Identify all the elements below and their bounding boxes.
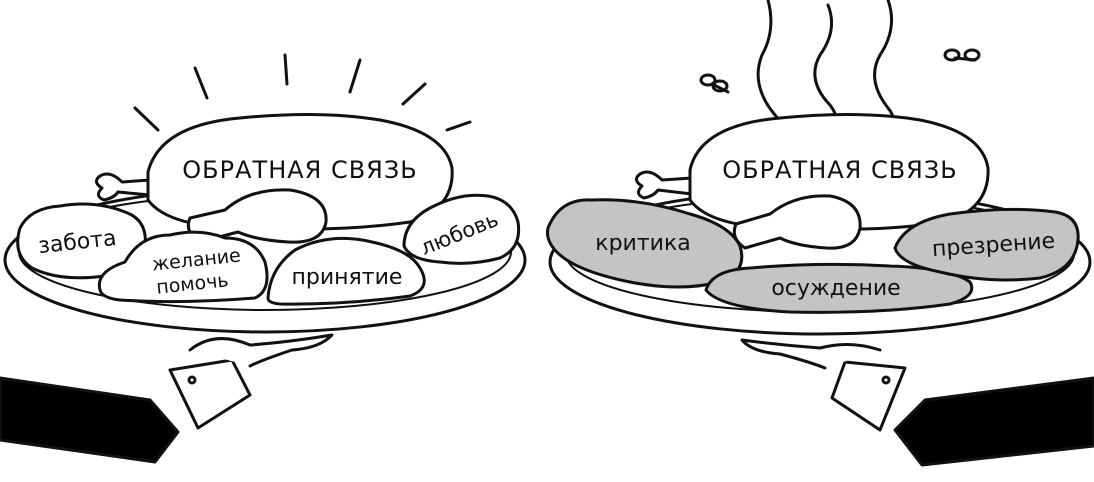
fly-icon [699,73,730,94]
right-title: ОБРАТНАЯ СВЯЗЬ [722,156,957,184]
label-condemnation: осуждение [771,276,900,301]
side-dish-condemnation [704,262,974,314]
chicken-leg-icon [635,170,694,200]
side-dish-desire [97,230,269,304]
side-dish-contempt [893,207,1080,282]
left-labels: ОБРАТНАЯ СВЯЗЬ забота желание помочь при… [37,156,502,299]
chicken-leg-icon [95,172,152,202]
waiter-arm [740,338,1094,467]
side-dish-love [402,193,521,265]
label-acceptance: принятие [292,265,403,290]
left-scene [0,53,527,464]
right-scene [546,0,1094,467]
fly-icon [943,48,981,62]
left-title: ОБРАТНАЯ СВЯЗЬ [182,156,417,184]
label-criticism: критика [595,231,690,256]
side-dish-acceptance [266,236,426,306]
right-labels: ОБРАТНАЯ СВЯЗЬ критика осуждение презрен… [595,156,1056,301]
sparkle-rays-icon [133,53,472,132]
waiter-arm [0,333,334,464]
